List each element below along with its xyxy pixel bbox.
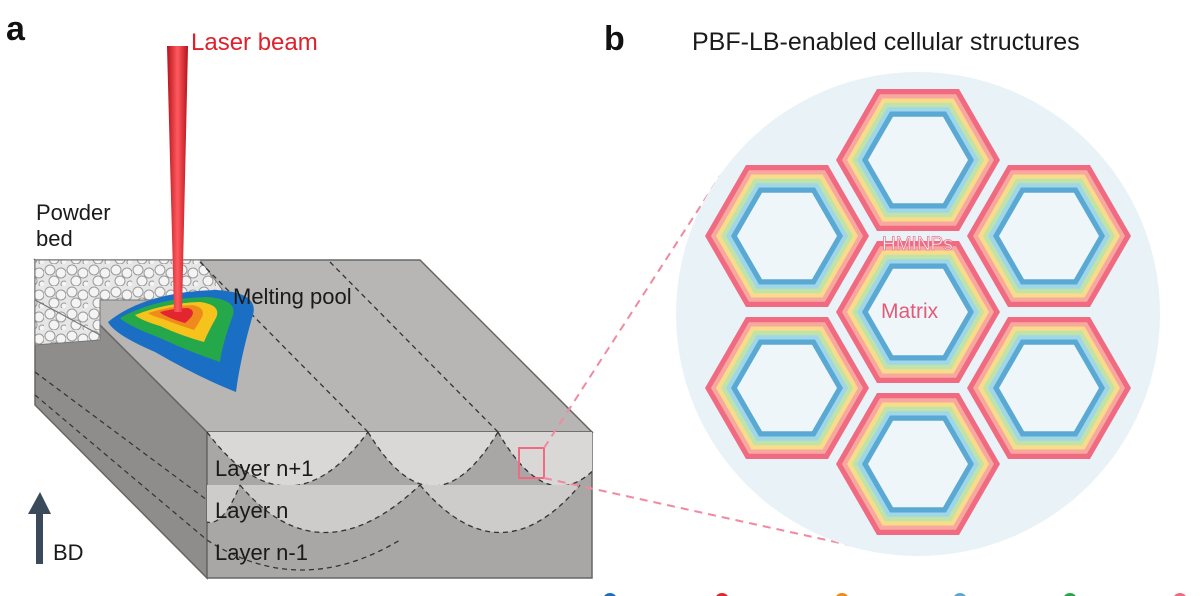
laser-beam-label: Laser beam <box>191 29 318 56</box>
hexagon-cell-center <box>836 241 1000 383</box>
partial-bottom-markers <box>604 593 1186 596</box>
hexagon-ring-6 <box>868 116 968 204</box>
hminps-label: HMINPs <box>882 234 953 255</box>
hexagon-cell-top <box>836 89 1000 231</box>
panel-a: a <box>6 10 594 580</box>
hexagon-cell-upper-right <box>967 165 1131 307</box>
hexagon-cell-lower-left <box>705 317 869 459</box>
panel-a-letter: a <box>6 10 26 48</box>
hexagon-cell-upper-left <box>705 165 869 307</box>
layer-n-plus-1-label: Layer n+1 <box>215 456 313 481</box>
hexagon-cell-bottom <box>836 393 1000 535</box>
hexagon-cell-lower-right <box>967 317 1131 459</box>
hexagon-ring-6 <box>737 192 837 280</box>
matrix-label: Matrix <box>881 300 939 323</box>
powder-bed-side <box>34 299 101 346</box>
hexagon-ring-6 <box>737 344 837 432</box>
layer-n-minus-1-label: Layer n-1 <box>215 540 308 565</box>
melting-pool-label: Melting pool <box>233 284 352 309</box>
hexagon-ring-6 <box>868 420 968 508</box>
hexagon-ring-6 <box>999 344 1099 432</box>
panel-b: b PBF-LB-enabled cellular structures HMI… <box>604 20 1160 556</box>
layer-n-label: Layer n <box>215 498 288 523</box>
scan-track-line-1 <box>199 261 369 433</box>
zoom-box <box>518 447 545 479</box>
laser-beam <box>167 46 188 312</box>
hexagon-ring-6 <box>868 268 968 356</box>
side-layer-line-2 <box>34 394 208 541</box>
bd-label: BD <box>53 540 84 565</box>
hexagon-cells <box>705 89 1131 535</box>
panel-b-letter: b <box>604 20 625 58</box>
arrow-up-icon <box>28 492 51 564</box>
panel-b-title: PBF-LB-enabled cellular structures <box>692 28 1080 56</box>
hexagon-ring-6 <box>999 192 1099 280</box>
scan-track-line-2 <box>329 261 499 433</box>
powder-bed-label-line2: bed <box>36 226 73 251</box>
powder-bed-label-line1: Powder <box>36 200 111 225</box>
zoom-line-top <box>543 175 721 449</box>
front-melt-arcs <box>207 432 592 571</box>
melting-pool <box>108 290 254 392</box>
